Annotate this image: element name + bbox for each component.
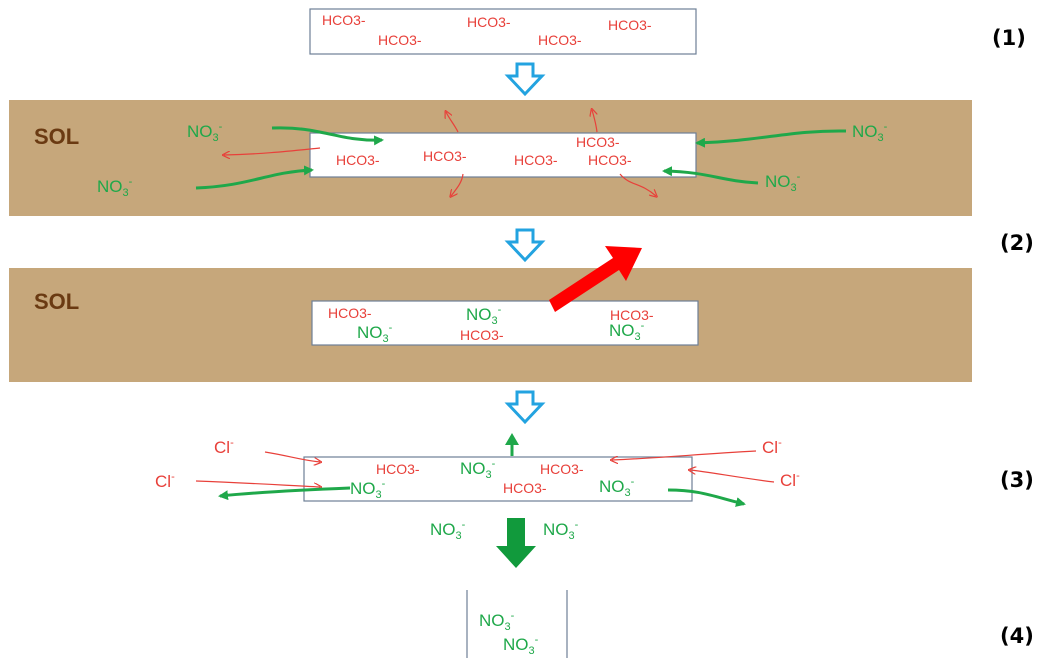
green-up-arrow-icon — [505, 433, 519, 456]
ion-labels: HCO3- HCO3- HCO3- HCO3- HCO3- HCO3- HCO3- HCO3-… — [97, 12, 888, 657]
bicarbonate-ion-label: HCO3- — [540, 461, 584, 477]
soil-label-1: SOL — [34, 124, 79, 149]
bicarbonate-ion-label: HCO3- — [576, 134, 620, 150]
hollow-down-arrow-icon — [504, 62, 546, 97]
bicarbonate-ion-label: HCO3- — [378, 32, 422, 48]
bicarbonate-outflow-arrow — [224, 147, 321, 155]
chloride-inflow-arrow — [195, 480, 320, 487]
soil-label-2: SOL — [34, 289, 79, 314]
nitrate-inflow-arrow — [195, 165, 314, 190]
bicarbonate-outflow-arrow — [446, 112, 459, 133]
nitrate-ion-label: NO3- — [543, 519, 579, 542]
column-box-3 — [311, 300, 699, 346]
bicarbonate-ion-label: HCO3- — [328, 305, 372, 321]
nitrate-ion-label: NO3- — [97, 176, 133, 199]
bicarbonate-outflow-arrow — [619, 173, 656, 196]
nitrate-outflow-arrow — [218, 486, 351, 501]
bicarbonate-ion-label: HCO3- — [376, 461, 420, 477]
bicarbonate-ion-label: HCO3- — [336, 152, 380, 168]
chloride-inflow-arrow — [264, 451, 320, 462]
bicarbonate-ion-label: HCO3- — [322, 12, 366, 28]
step-label-3: (3) — [1000, 468, 1034, 492]
bicarbonate-ion-label: HCO3- — [610, 307, 654, 323]
green-down-arrow-icon — [496, 518, 536, 568]
column-box-2 — [309, 132, 697, 178]
nitrate-ion-label: NO3- — [765, 171, 801, 194]
bicarbonate-ion-label: HCO3- — [460, 327, 504, 343]
nitrate-inflow-arrow — [662, 166, 759, 185]
chloride-ion-label: Cl- — [762, 437, 782, 457]
nitrate-outflow-arrow — [667, 488, 746, 507]
nitrate-ion-label: NO3- — [599, 476, 635, 499]
bicarbonate-ion-label: HCO3- — [588, 152, 632, 168]
nitrate-ion-label: NO3- — [852, 121, 888, 144]
bicarbonate-ion-label: HCO3- — [514, 152, 558, 168]
nitrate-ion-label: NO3- — [460, 458, 496, 481]
nitrate-ion-label: NO3- — [479, 610, 515, 633]
nitrate-ion-label: NO3- — [503, 634, 539, 657]
nitrate-inflow-arrow — [695, 129, 847, 148]
bicarbonate-ion-label: HCO3- — [608, 17, 652, 33]
bicarbonate-ion-label: HCO3- — [423, 148, 467, 164]
nitrate-ion-label: NO3- — [357, 322, 393, 345]
chloride-ion-label: Cl- — [780, 470, 800, 490]
hollow-down-arrow-icon — [504, 228, 546, 263]
hollow-down-arrow-icon — [504, 390, 546, 425]
chloride-inflow-arrow — [690, 470, 775, 483]
bicarbonate-outflow-arrow — [592, 110, 598, 133]
nitrate-ion-label: NO3- — [187, 121, 223, 144]
chloride-inflow-arrow — [612, 450, 757, 460]
nitrate-ion-label: NO3- — [609, 320, 645, 343]
chloride-ion-label: Cl- — [214, 437, 234, 457]
nitrate-ion-label: NO3- — [350, 478, 386, 501]
bicarbonate-ion-label: HCO3- — [467, 14, 511, 30]
bicarbonate-outflow-arrow — [451, 173, 464, 196]
red-diagonal-arrow-icon — [549, 246, 642, 312]
bicarbonate-ion-label: HCO3- — [538, 32, 582, 48]
column-box-4 — [303, 456, 693, 502]
bicarbonate-ion-label: HCO3- — [503, 480, 547, 496]
chloride-ion-label: Cl- — [155, 471, 175, 491]
step-label-2: (2) — [1000, 231, 1034, 255]
step-label-4: (4) — [1000, 624, 1034, 648]
step-label-1: (1) — [992, 26, 1026, 50]
nitrate-ion-label: NO3- — [430, 519, 466, 542]
nitrate-inflow-arrow — [271, 126, 384, 146]
nitrate-ion-label: NO3- — [466, 304, 502, 327]
column-box-1 — [309, 8, 697, 55]
